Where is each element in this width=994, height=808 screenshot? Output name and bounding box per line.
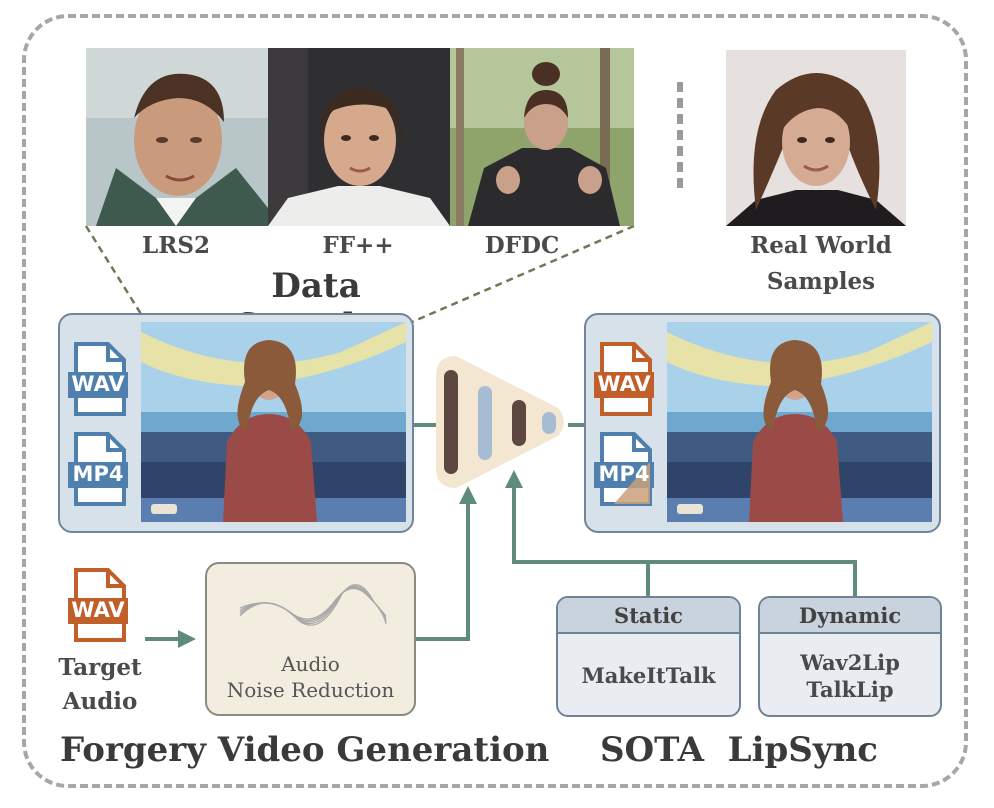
lipsync-network bbox=[436, 356, 564, 488]
network-layer-2 bbox=[478, 386, 492, 460]
wav-file-icon-target bbox=[68, 568, 128, 642]
lrs2-sample-image bbox=[86, 48, 268, 226]
link-methods-join bbox=[646, 560, 857, 596]
noise-reduction-label-line2: Noise Reduction bbox=[226, 678, 395, 702]
dfdc-sample-image bbox=[450, 48, 634, 226]
arrow-methods-to-net-head bbox=[505, 470, 523, 488]
static-header: Static bbox=[558, 598, 739, 634]
dfdc-label: DFDC bbox=[484, 232, 560, 259]
zoom-line-right bbox=[411, 224, 635, 324]
network-layer-1 bbox=[444, 370, 458, 474]
method-makeittalk: MakeItTalk bbox=[581, 663, 716, 688]
real-world-label-line1: Real World bbox=[750, 232, 892, 259]
dynamic-methods-list: Wav2Lip TalkLip bbox=[760, 634, 940, 715]
lrs2-label: LRS2 bbox=[142, 232, 210, 259]
mp4-file-icon-output bbox=[594, 432, 654, 506]
target-audio-label-line1: Target bbox=[58, 654, 142, 681]
noise-reduction-box bbox=[205, 562, 416, 716]
ffpp-sample-image bbox=[268, 48, 450, 226]
zoom-line-left bbox=[84, 225, 148, 323]
dynamic-header: Dynamic bbox=[760, 598, 940, 634]
output-news-frame bbox=[667, 322, 932, 522]
outer-dashed-frame bbox=[22, 14, 968, 788]
method-wav2lip: Wav2Lip bbox=[800, 649, 900, 675]
ellipsis-dots bbox=[677, 82, 683, 188]
forgery-video-generation-title: Forgery Video Generation bbox=[60, 730, 550, 770]
network-layer-4 bbox=[542, 412, 556, 434]
arrow-nr-to-net bbox=[416, 502, 470, 641]
real-world-sample-image bbox=[726, 50, 906, 226]
target-audio-label-line2: Audio bbox=[62, 688, 138, 715]
waveform-icon bbox=[239, 584, 387, 626]
arrow-audio-to-nr-head bbox=[178, 630, 196, 648]
wav-icon-text-input: WAV bbox=[71, 372, 125, 396]
wav-file-icon-input bbox=[68, 342, 128, 416]
mp4-file-icon-input bbox=[68, 432, 128, 506]
wav-file-icon-output bbox=[594, 342, 654, 416]
mp4-icon-text-input: MP4 bbox=[72, 462, 124, 486]
method-talklip: TalkLip bbox=[806, 676, 894, 702]
dynamic-methods-box: Dynamic Wav2Lip TalkLip bbox=[758, 596, 942, 717]
arrow-methods-to-net bbox=[512, 486, 648, 564]
static-methods-box: Static MakeItTalk bbox=[556, 596, 741, 717]
arrow-nr-to-net-head bbox=[459, 486, 477, 504]
noise-reduction-label-line1: Audio bbox=[281, 652, 340, 676]
wav-icon-text-target: WAV bbox=[71, 598, 125, 622]
network-layer-3 bbox=[512, 400, 526, 446]
sota-lipsync-title: SOTA LipSync bbox=[600, 730, 878, 770]
static-methods-list: MakeItTalk bbox=[558, 634, 739, 715]
real-world-label-line2: Samples bbox=[766, 268, 876, 295]
input-news-frame bbox=[141, 322, 406, 522]
mp4-icon-text-output: MP4 bbox=[598, 462, 650, 486]
ffpp-label: FF++ bbox=[322, 232, 394, 259]
wav-icon-text-output: WAV bbox=[597, 372, 651, 396]
